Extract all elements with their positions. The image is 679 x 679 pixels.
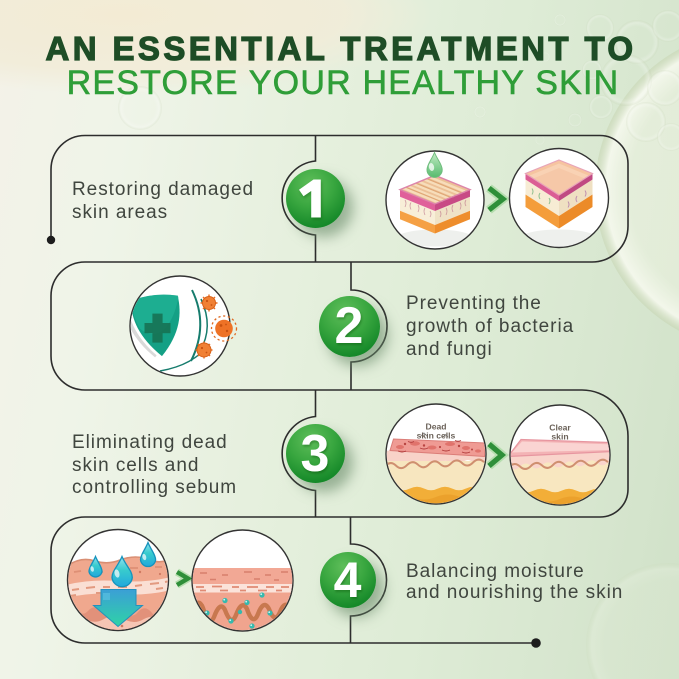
svg-text:skin: skin — [551, 432, 568, 442]
svg-text:Clear: Clear — [549, 423, 571, 433]
svg-text:Dead: Dead — [425, 422, 446, 432]
svg-text:skin cells: skin cells — [417, 431, 456, 441]
